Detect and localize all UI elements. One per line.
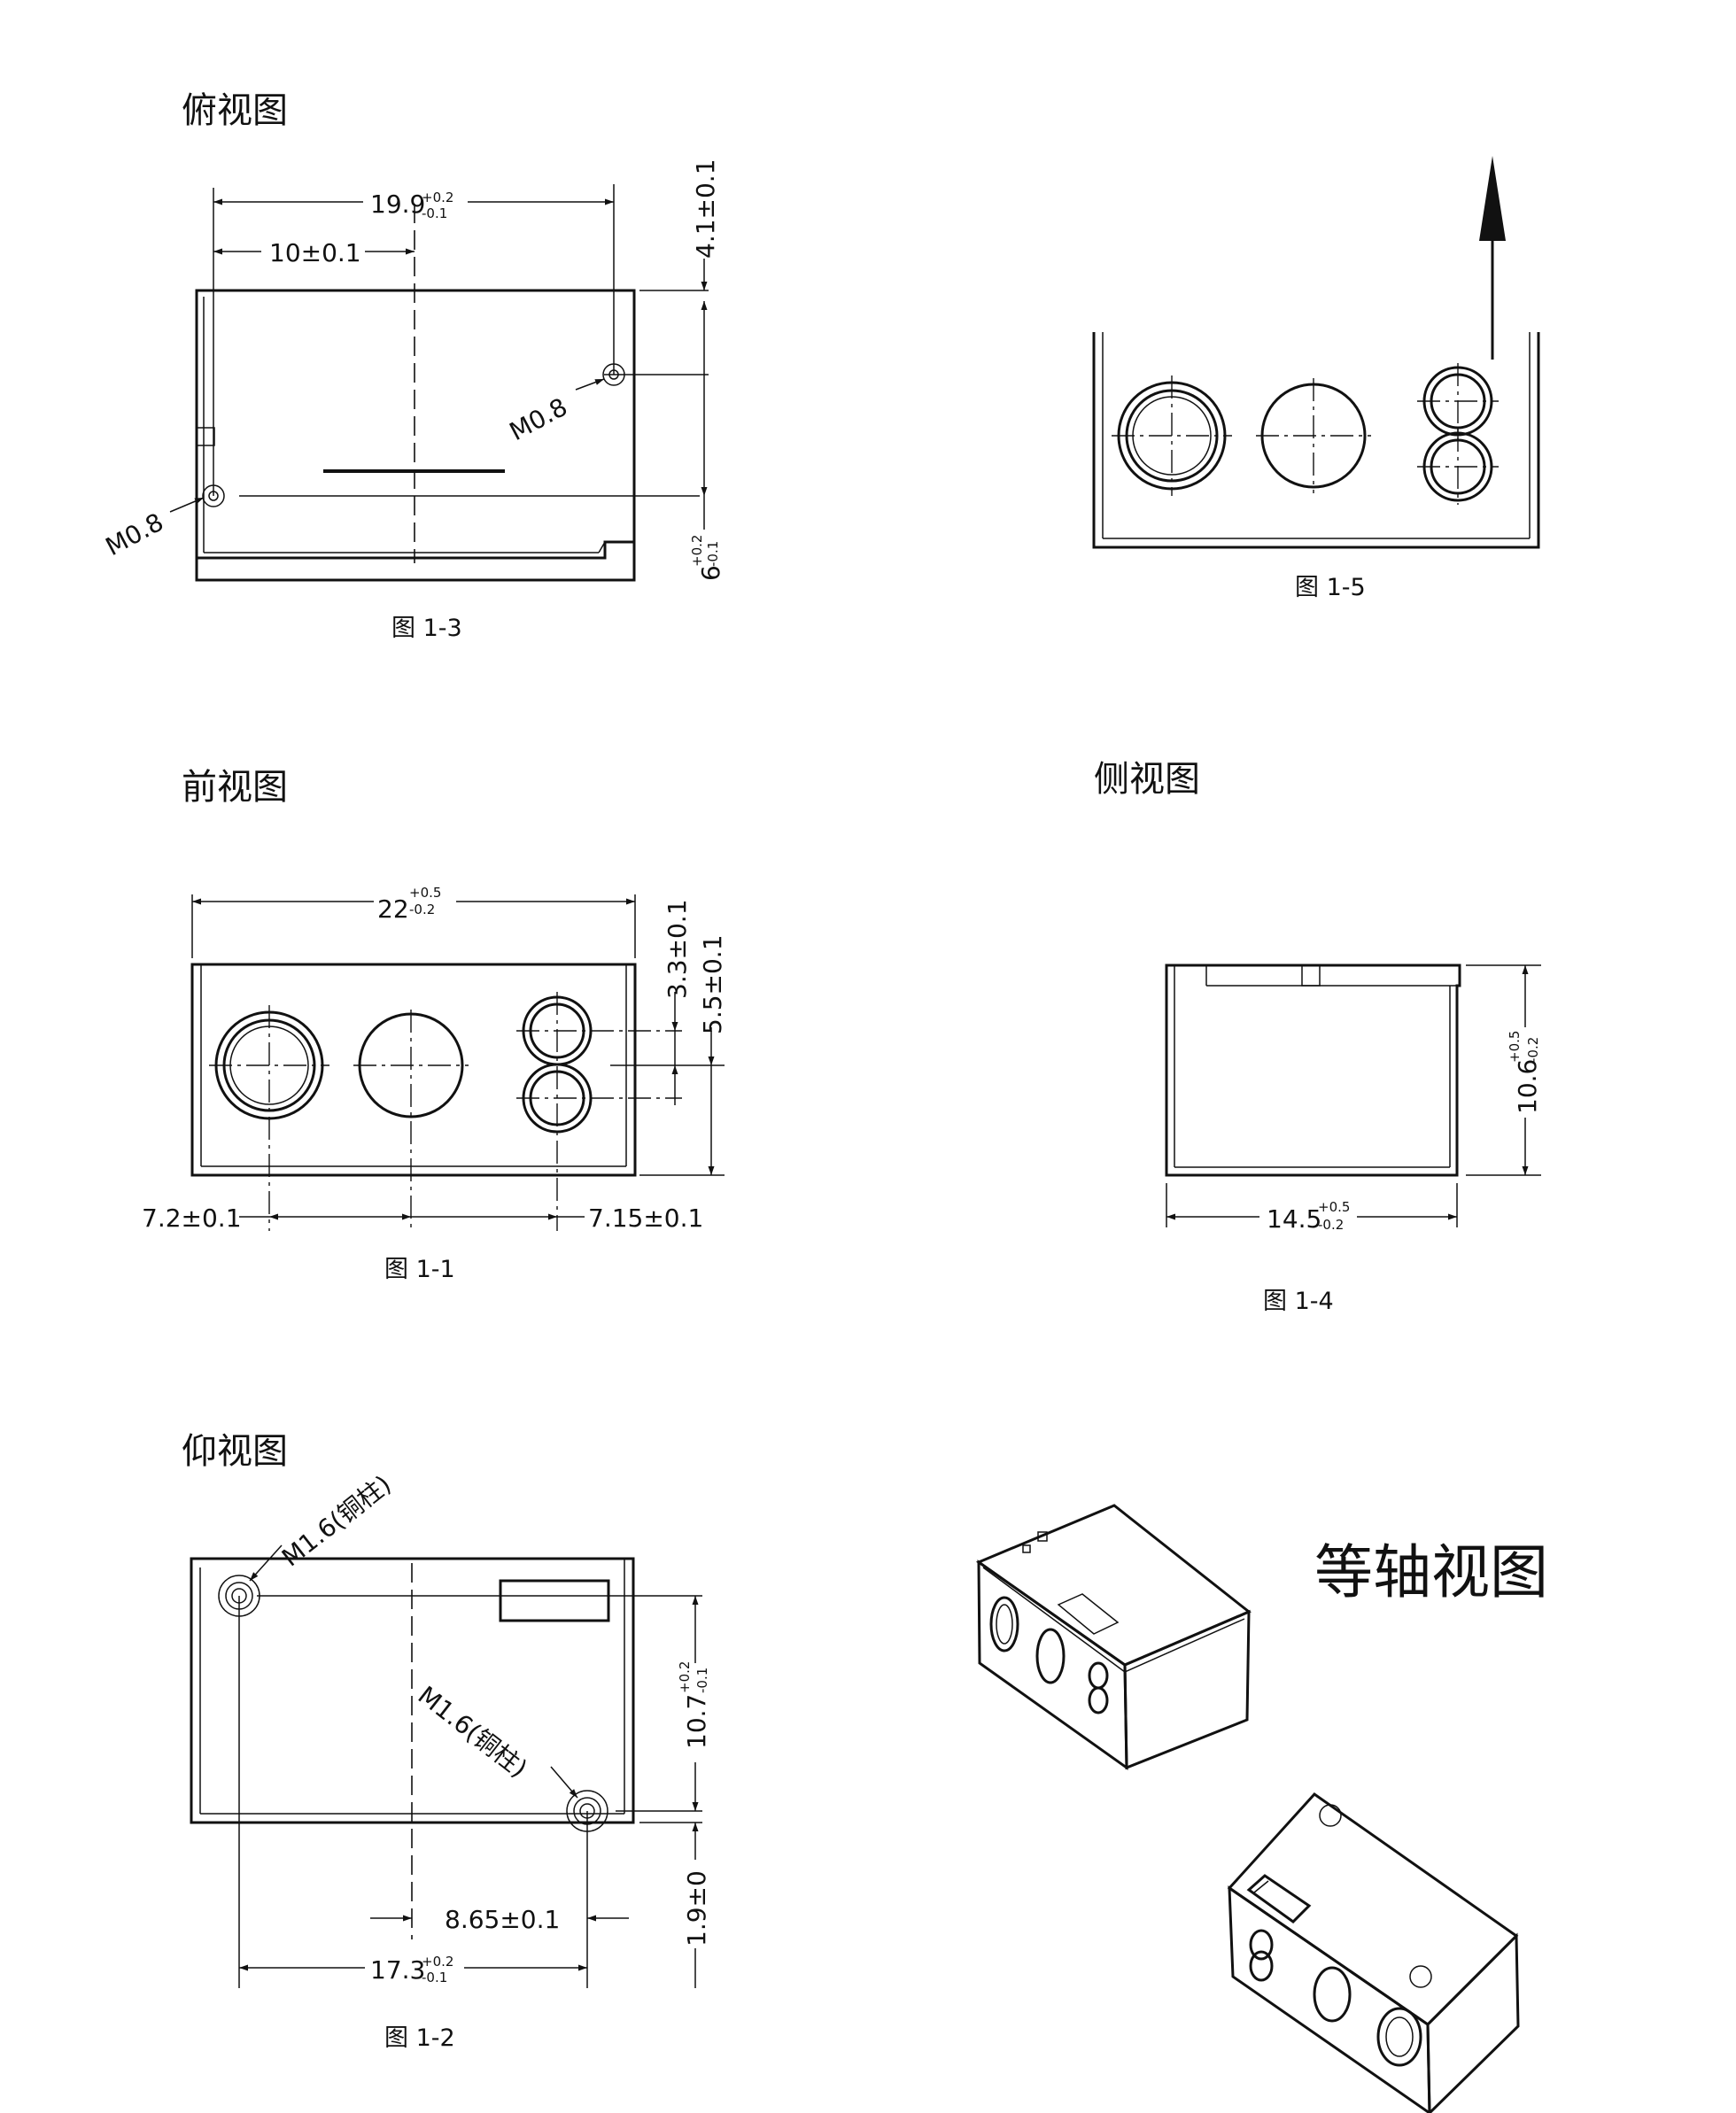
ref-hole-lower [1417, 429, 1499, 505]
bottom-dim-width-lower: -0.1 [422, 1970, 447, 1985]
bottom-dim-height-value: 10.7 [682, 1694, 711, 1749]
front-dim-lower-offset: 5.5±0.1 [698, 934, 727, 1034]
top-dim-vertical: 4.1±0.1 6 +0.2 -0.1 [639, 159, 725, 581]
front-view-caption: 图 1-1 [384, 1256, 455, 1283]
front-view-body [190, 963, 637, 1177]
ref-lens-middle [1256, 378, 1371, 493]
top-thread-left-label: M0.8 [101, 507, 168, 561]
top-dim-half-value: 10±0.1 [269, 238, 361, 267]
front-dim-width-upper: +0.5 [409, 885, 441, 901]
bottom-dim-offset: 1.9±0 [682, 1870, 711, 1947]
arrow-up-icon [1479, 156, 1506, 241]
front-dim-width-value: 22 [377, 894, 409, 924]
isometric-view: 等轴视图 [975, 1504, 1548, 2113]
front-reference-caption: 图 1-5 [1295, 574, 1366, 601]
front-dim-width-lower: -0.2 [409, 902, 435, 917]
top-hole-right [602, 184, 625, 386]
ref-lens-large [1112, 375, 1232, 496]
top-dim-half: 10±0.1 [213, 238, 415, 267]
top-dim-width-value: 19.9 [370, 190, 425, 219]
bottom-dim-height-lower: -0.1 [694, 1668, 710, 1693]
side-dim-width-lower: -0.2 [1318, 1217, 1344, 1233]
bottom-dim-height-upper: +0.2 [677, 1661, 693, 1693]
bottom-thread-2-label: M1.6(铜柱) [413, 1681, 533, 1784]
side-dim-height-upper: +0.5 [1507, 1031, 1523, 1063]
front-lens-large [209, 1005, 329, 1231]
side-dim-width: 14.5 +0.5 -0.2 [1166, 1183, 1458, 1234]
bottom-post-right [566, 1790, 608, 1988]
top-dim-width: 19.9 +0.2 -0.1 [213, 190, 614, 221]
front-dim-vertical: 3.3±0.1 5.5±0.1 [663, 899, 727, 1175]
side-dim-height: 10.6 +0.5 -0.2 [1466, 964, 1542, 1176]
top-dim-hole-offset: 4.1±0.1 [691, 159, 720, 259]
bottom-post-left [218, 1575, 260, 1988]
top-dim-width-upper: +0.2 [422, 190, 453, 205]
front-dim-right: 7.15±0.1 [588, 1204, 703, 1233]
front-dim-width: 22 +0.5 -0.2 [191, 885, 636, 958]
top-view-heading: 俯视图 [182, 90, 288, 131]
top-view-caption: 图 1-3 [391, 615, 462, 642]
top-hole-left [202, 188, 225, 507]
top-view-body [195, 204, 709, 582]
top-dim-hole-spacing-lower: -0.1 [705, 541, 721, 567]
front-reference-view: 图 1-5 [1092, 156, 1540, 601]
ref-hole-upper [1417, 363, 1499, 439]
side-dim-height-value: 10.6 [1513, 1059, 1542, 1114]
side-view-heading: 侧视图 [1094, 759, 1200, 800]
front-view-heading: 前视图 [182, 767, 288, 808]
bottom-dim-half: 8.65±0.1 [445, 1905, 560, 1934]
top-dim-hole-spacing-value: 6 [696, 565, 725, 581]
front-hole-upper [516, 992, 682, 1231]
isometric-view-heading: 等轴视图 [1314, 1538, 1548, 1606]
side-dim-width-value: 14.5 [1267, 1204, 1321, 1234]
side-dim-height-lower: -0.2 [1525, 1037, 1541, 1063]
side-view-body [1165, 964, 1461, 1177]
front-dim-horizontal: 7.2±0.1 7.15±0.1 [142, 1204, 703, 1233]
bottom-view: 仰视图 M1.6(铜柱) M1.6(铜柱) [182, 1431, 711, 2052]
bottom-dim-vertical: 10.7 +0.2 -0.1 1.9±0 [639, 1596, 711, 1988]
bottom-label-area [499, 1579, 610, 1622]
bottom-dim-horizontal: 8.65±0.1 17.3 +0.2 -0.1 [239, 1905, 629, 1985]
isometric-module-lower [1227, 1792, 1520, 2113]
front-lens-middle [353, 1010, 469, 1231]
bottom-dim-width-value: 17.3 [370, 1955, 425, 1985]
top-dim-hole-spacing-upper: +0.2 [689, 535, 705, 567]
front-view: 前视图 [142, 767, 727, 1283]
bottom-dim-width-upper: +0.2 [422, 1954, 453, 1970]
front-hole-lower [516, 1063, 682, 1134]
bottom-view-body [190, 1557, 702, 1939]
bottom-thread-1-label: M1.6(铜柱) [276, 1469, 397, 1572]
side-view: 侧视图 10.6 +0.5 -0.2 14.5 +0.5 -0.2 [1094, 759, 1542, 1315]
top-thread-right-label: M0.8 [505, 392, 572, 446]
side-dim-width-upper: +0.5 [1318, 1199, 1350, 1215]
bottom-view-heading: 仰视图 [182, 1431, 288, 1472]
front-dim-left: 7.2±0.1 [142, 1204, 242, 1233]
top-dim-width-lower: -0.1 [422, 205, 447, 221]
isometric-module-upper [975, 1504, 1252, 1770]
side-view-caption: 图 1-4 [1263, 1288, 1334, 1315]
top-view: 俯视图 19.9 +0.2 [101, 90, 725, 642]
front-dim-upper-offset: 3.3±0.1 [663, 899, 692, 999]
bottom-view-caption: 图 1-2 [384, 2024, 455, 2052]
